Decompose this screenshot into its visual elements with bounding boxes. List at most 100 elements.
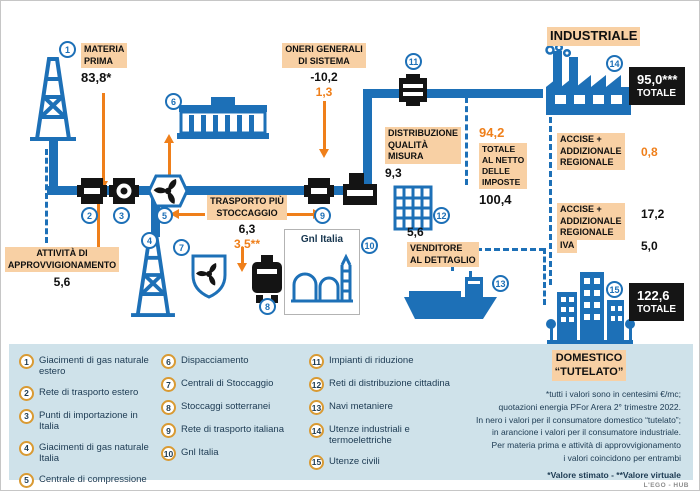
dashed-to-domestico bbox=[543, 248, 546, 305]
legend-item-label: Punti di importazione in Italia bbox=[39, 409, 138, 432]
legend-number-badge: 1 bbox=[19, 354, 34, 369]
legend-item: 14 Utenze industriali e termoelettriche bbox=[309, 423, 461, 447]
domestico-title: DOMESTICO “TUTELATO” bbox=[539, 350, 639, 381]
legend-number-badge: 8 bbox=[161, 400, 176, 415]
pipe-derrick-italia bbox=[151, 199, 160, 237]
oneri-label: ONERI GENERALI DI SISTEMA bbox=[282, 43, 366, 69]
domestico-total-value: 122,6 bbox=[637, 288, 670, 303]
oneri-value-black: -10,2 bbox=[310, 70, 338, 85]
legend-number-badge: 14 bbox=[309, 423, 324, 438]
italian-network-valve-icon bbox=[304, 176, 334, 206]
footnote-line: In nero i valori per il consumatore dome… bbox=[475, 414, 681, 425]
footnote-line: Per materia prima e attività di approvvi… bbox=[491, 440, 681, 450]
footnote-line: i valori coincidono per entrambi bbox=[563, 452, 681, 463]
domestico-total-box: 122,6 TOTALE bbox=[629, 283, 685, 321]
diagram-badge-9: 9 bbox=[314, 207, 331, 224]
dashed-to-right bbox=[467, 248, 545, 251]
dashed-left-connector bbox=[45, 149, 48, 243]
dispacciamento-building-icon bbox=[177, 97, 269, 139]
diagram-badge-13: 13 bbox=[492, 275, 509, 292]
reduction-plant-icon bbox=[397, 74, 429, 106]
lng-terminal-icon bbox=[285, 253, 359, 305]
transport-station-icon bbox=[342, 171, 378, 207]
diagram-badge-6: 6 bbox=[165, 93, 182, 110]
dashed-industriale-to-domestico bbox=[549, 117, 552, 285]
legend-item-label: Navi metaniere bbox=[329, 401, 393, 412]
oneri-block: ONERI GENERALI DI SISTEMA -10,2 1,3 bbox=[281, 43, 367, 100]
underground-storage-icon bbox=[247, 255, 287, 303]
iva-label: IVA bbox=[557, 239, 578, 253]
gnl-italia-label: Gnl Italia bbox=[300, 234, 344, 245]
attivita-label: ATTIVITÀ DI APPROVVIGIONAMENTO bbox=[4, 247, 120, 273]
distribuzione-block: DISTRIBUZIONE QUALITÀ MISURA 9,3 bbox=[385, 127, 462, 181]
accise-domestico-label: ACCISE + ADDIZIONALE REGIONALE bbox=[557, 203, 625, 241]
legend-item-label: Dispacciamento bbox=[181, 355, 249, 366]
lng-ship-icon bbox=[403, 269, 498, 321]
diagram-badge-4: 4 bbox=[141, 232, 158, 249]
legend-item-label: Stoccaggi sotterranei bbox=[181, 401, 271, 412]
footnote-bold-line: *Valore stimato - **Valore virtuale bbox=[547, 469, 681, 480]
legend-number-badge: 15 bbox=[309, 454, 324, 470]
compressor-station-icon bbox=[147, 173, 189, 209]
arrow-dispacciamento bbox=[164, 134, 174, 185]
oneri-value-orange: 1,3 bbox=[315, 85, 333, 100]
pipe-main-horizontal bbox=[47, 186, 372, 195]
venditore-label: VENDITORE AL DETTAGLIO bbox=[407, 242, 479, 268]
diagram-badge-12: 12 bbox=[433, 207, 450, 224]
legend-item-label: Utenze industriali e termoelettriche bbox=[329, 424, 410, 446]
netto-label: TOTALE AL NETTO DELLE IMPOSTE bbox=[479, 143, 528, 190]
footnote-lines: *tutti i valori sono in centesimi €/mc;q… bbox=[439, 388, 681, 465]
legend-item: 5 Centrale di compressione bbox=[19, 472, 151, 488]
legend-number-badge: 3 bbox=[19, 408, 34, 424]
arrow-trasporto-left bbox=[170, 209, 205, 219]
legend-number-badge: 2 bbox=[19, 385, 34, 401]
legend-item: 8 Stoccaggi sotterranei bbox=[161, 400, 301, 415]
diagram-badge-11: 11 bbox=[405, 53, 422, 70]
legend-item-label: Centrale di compressione bbox=[39, 473, 147, 485]
arrow-materia-prima bbox=[98, 93, 108, 190]
materia-prima-value: 83,8* bbox=[81, 70, 112, 86]
foreign-network-valve-icon bbox=[77, 176, 107, 206]
legend-number-badge: 4 bbox=[19, 440, 34, 456]
arrow-oneri bbox=[319, 101, 329, 158]
arrow-trasporto-down bbox=[237, 247, 247, 272]
arrow-attivita bbox=[93, 194, 103, 247]
accise-industriale-block: ACCISE + ADDIZIONALE REGIONALE bbox=[557, 133, 625, 171]
credit-text: L'EGO - HUB bbox=[643, 482, 689, 489]
materia-prima-label: MATERIA PRIMA bbox=[81, 43, 128, 69]
legend-number-badge: 5 bbox=[19, 472, 34, 488]
iva-value: 5,0 bbox=[641, 239, 658, 253]
accise-domestico-value-wrap: 17,2 bbox=[641, 207, 664, 222]
legend-item-label: Centrali di Stoccaggio bbox=[181, 378, 274, 389]
industriale-title-text: INDUSTRIALE bbox=[547, 27, 641, 46]
distribuzione-value: 9,3 bbox=[385, 166, 402, 181]
netto-value-orange: 94,2 bbox=[479, 125, 505, 140]
pipe-derrick-estero bbox=[49, 139, 58, 189]
trasporto-value-black: 6,3 bbox=[238, 222, 256, 237]
dashed-to-netto bbox=[465, 97, 468, 185]
trasporto-value-orange: 3,5** bbox=[233, 237, 261, 252]
iva-value-wrap: 5,0 bbox=[641, 239, 658, 254]
legend-number-badge: 6 bbox=[161, 354, 176, 369]
industriale-total-label: TOTALE bbox=[637, 87, 677, 99]
pipe-top-horizontal bbox=[363, 89, 543, 98]
diagram-badge-7: 7 bbox=[173, 239, 190, 256]
distribuzione-label: DISTRIBUZIONE QUALITÀ MISURA bbox=[385, 127, 462, 165]
oil-derrick-italia-icon bbox=[129, 233, 177, 317]
venditore-block: 5,6 VENDITORE AL DETTAGLIO bbox=[407, 225, 479, 268]
oil-derrick-estero-icon bbox=[29, 53, 77, 141]
pipe-riser bbox=[363, 91, 372, 195]
legend-item-label: Rete di trasporto italiana bbox=[181, 424, 284, 435]
legend-number-badge: 12 bbox=[309, 377, 324, 392]
diagram-badge-3: 3 bbox=[113, 207, 130, 224]
